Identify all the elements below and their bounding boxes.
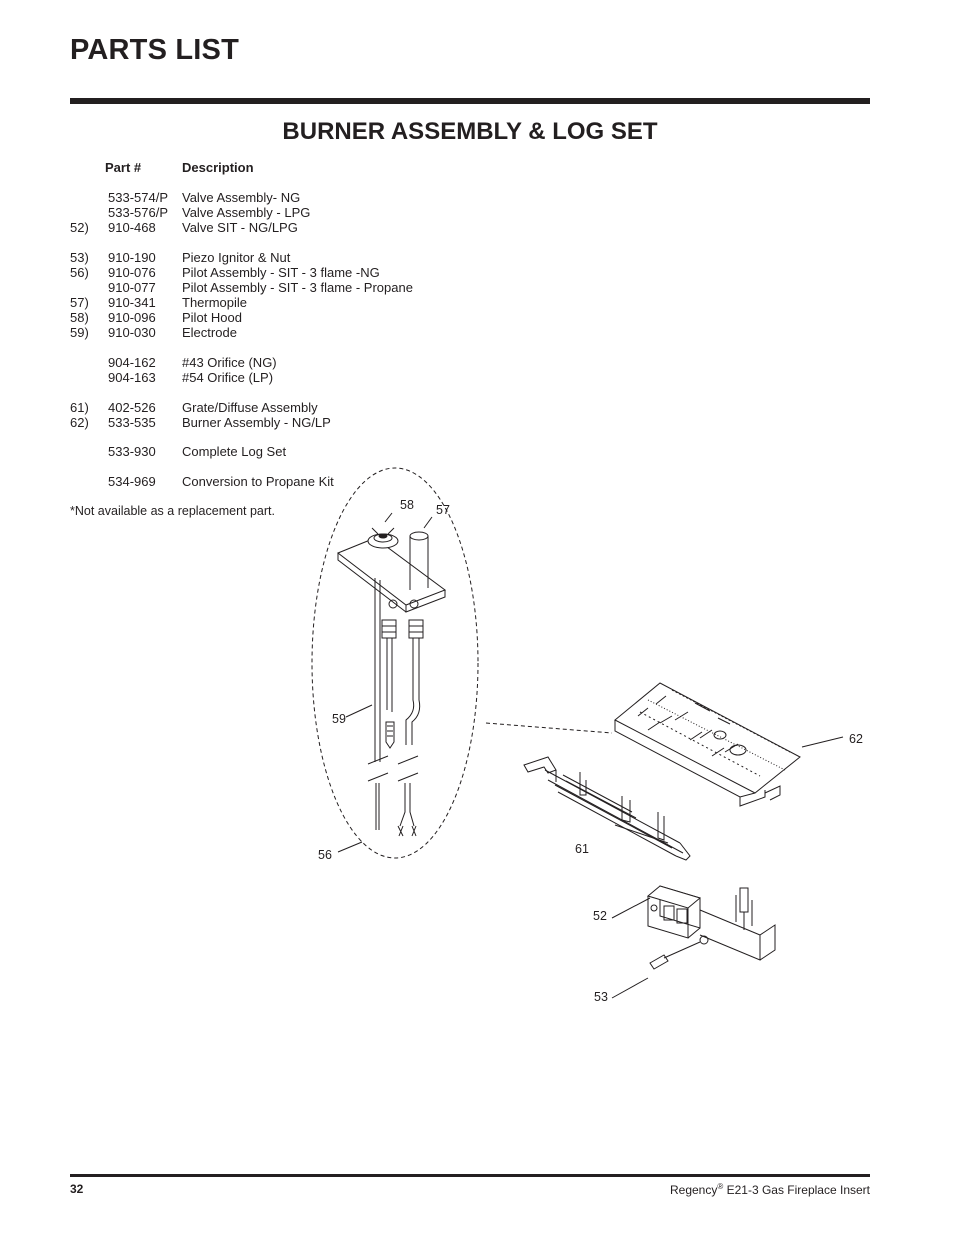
page-number: 32: [70, 1182, 84, 1196]
part-description: #54 Orifice (LP): [182, 370, 274, 385]
burner-assembly-drawing: [614, 682, 844, 807]
callout-56: 56: [318, 848, 332, 862]
item-number: 62): [70, 415, 89, 430]
top-divider: [70, 98, 870, 104]
part-description: Pilot Hood: [182, 310, 242, 325]
footer-product: Regency® E21-3 Gas Fireplace Insert: [670, 1182, 870, 1197]
part-number: 904-163: [108, 370, 156, 385]
part-number: 533-930: [108, 444, 156, 459]
part-description: Pilot Assembly - SIT - 3 flame -NG: [182, 265, 380, 280]
part-description: Grate/Diffuse Assembly: [182, 400, 318, 415]
part-number: 910-030: [108, 325, 156, 340]
part-description: Thermopile: [182, 295, 248, 310]
grate-assembly-drawing: [523, 756, 691, 861]
callout-53: 53: [594, 990, 608, 1004]
valve-drawing: [611, 885, 776, 999]
part-number: 910-468: [108, 220, 156, 235]
part-number: 904-162: [108, 355, 156, 370]
description-header: Description: [182, 160, 254, 175]
part-number: 910-076: [108, 265, 156, 280]
leader-62: [801, 736, 844, 748]
detail-leader: [485, 722, 613, 734]
part-description: Complete Log Set: [182, 444, 287, 459]
callout-62: 62: [849, 732, 863, 746]
item-number: 56): [70, 265, 89, 280]
item-number: 61): [70, 400, 89, 415]
section-title: BURNER ASSEMBLY & LOG SET: [282, 118, 658, 145]
part-number: 533-574/P: [108, 190, 168, 205]
part-description: Burner Assembly - NG/LP: [182, 415, 331, 430]
product-name: E21-3 Gas Fireplace Insert: [723, 1183, 870, 1197]
part-number: 534-969: [108, 474, 156, 489]
part-description: Valve SIT - NG/LPG: [182, 220, 298, 235]
part-description: Valve Assembly - LPG: [182, 205, 311, 220]
part-description: #43 Orifice (NG): [182, 355, 277, 370]
registered-mark: ®: [717, 1182, 724, 1191]
item-number: 59): [70, 325, 89, 340]
part-description: Valve Assembly- NG: [182, 190, 301, 205]
part-description: Pilot Assembly - SIT - 3 flame - Propane: [182, 280, 413, 295]
part-description: Piezo Ignitor & Nut: [182, 250, 291, 265]
footnote: *Not available as a replacement part.: [70, 504, 275, 518]
bottom-divider: [70, 1174, 870, 1177]
brand-name: Regency: [669, 1183, 718, 1197]
part-description: Electrode: [182, 325, 237, 340]
callout-57: 57: [436, 503, 450, 517]
item-number: 52): [70, 220, 89, 235]
page-title: PARTS LIST: [70, 34, 240, 66]
part-number: 910-096: [108, 310, 156, 325]
callout-58: 58: [400, 498, 414, 512]
item-number: 53): [70, 250, 89, 265]
pilot-assembly-drawing: [311, 467, 479, 859]
callout-61: 61: [575, 842, 589, 856]
part-number: 910-341: [108, 295, 156, 310]
part-description: Conversion to Propane Kit: [182, 474, 334, 489]
part-number-header: Part #: [105, 160, 142, 175]
item-number: 58): [70, 310, 89, 325]
callout-52: 52: [593, 909, 607, 923]
leaders-52-53: [611, 897, 651, 999]
item-number: 57): [70, 295, 89, 310]
part-number: 910-077: [108, 280, 156, 295]
part-number: 533-576/P: [108, 205, 168, 220]
part-number: 910-190: [108, 250, 156, 265]
leader-61: [614, 824, 669, 844]
part-number: 533-535: [108, 415, 156, 430]
callout-59: 59: [332, 712, 346, 726]
part-number: 402-526: [108, 400, 156, 415]
